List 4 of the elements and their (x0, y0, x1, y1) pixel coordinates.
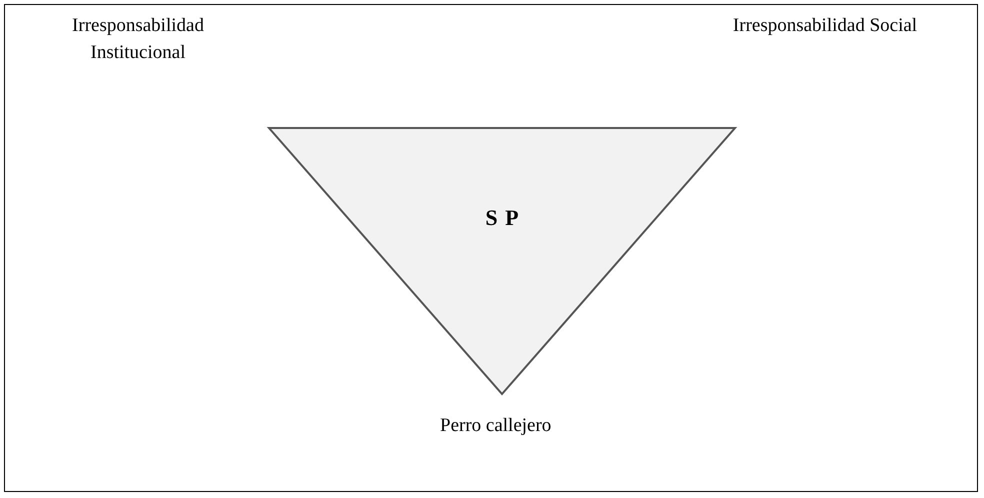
corner-label: Irresponsabilidad Institucional (71, 14, 205, 65)
corner-label: Perro callejero (440, 414, 552, 438)
corner-label: Irresponsabilidad Social (732, 14, 918, 38)
triangle-label: S P (484, 205, 520, 231)
